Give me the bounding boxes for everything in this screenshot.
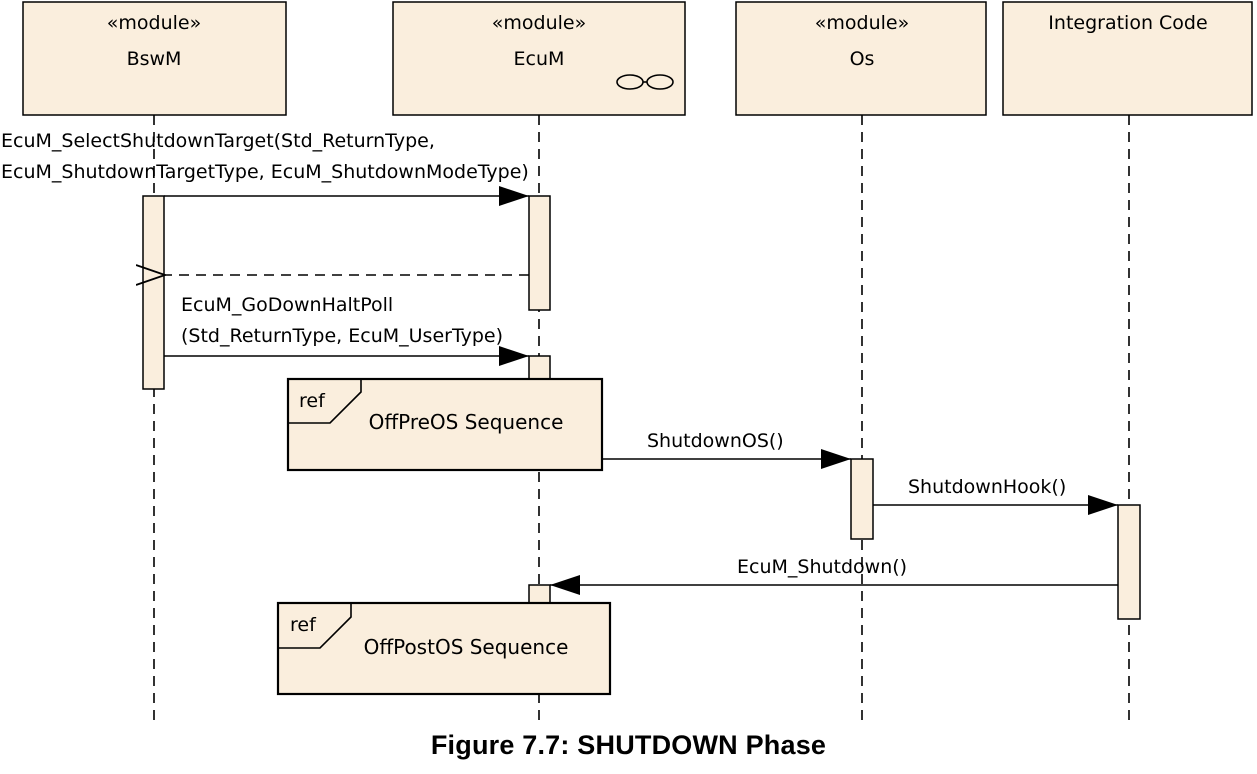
activation-ecum — [528, 195, 551, 311]
participant-name: Integration Code — [1048, 12, 1207, 34]
participant-name: Os — [850, 48, 875, 70]
sequence-diagram: «module» BswM «module» EcuM «module» Os … — [1, 1, 1253, 722]
ref-title: OffPostOS Sequence — [364, 635, 569, 659]
message-label: EcuM_ShutdownTargetType, EcuM_ShutdownMo… — [1, 161, 529, 183]
message-label: (Std_ReturnType, EcuM_UserType) — [181, 325, 503, 347]
activation-os — [850, 458, 874, 540]
activation-ecum — [528, 355, 551, 380]
message-go-down-halt-poll: EcuM_GoDownHaltPoll (Std_ReturnType, Ecu… — [164, 294, 529, 366]
activation-ecum — [528, 584, 551, 604]
message-ecum-shutdown: EcuM_Shutdown() — [550, 556, 1118, 595]
ref-frame-offpostos: ref OffPostOS Sequence — [276, 601, 612, 696]
figure-caption: Figure 7.7: SHUTDOWN Phase — [430, 730, 827, 760]
message-label: EcuM_SelectShutdownTarget(Std_ReturnType… — [1, 130, 435, 152]
activation-integration-code — [1117, 504, 1141, 620]
participant-stereotype: «module» — [107, 12, 201, 34]
message-label: ShutdownOS() — [647, 430, 784, 452]
message-label: ShutdownHook() — [908, 476, 1066, 498]
ref-tag: ref — [299, 390, 326, 412]
participant-name: BswM — [127, 48, 182, 70]
message-select-shutdown-target: EcuM_SelectShutdownTarget(Std_ReturnType… — [1, 130, 529, 206]
participant-stereotype: «module» — [815, 12, 909, 34]
participant-os: «module» Os — [735, 1, 987, 116]
ref-title: OffPreOS Sequence — [369, 410, 564, 434]
participant-integration-code: Integration Code — [1002, 1, 1253, 116]
ref-frame-offpreos: ref OffPreOS Sequence — [286, 377, 604, 472]
message-label: EcuM_Shutdown() — [737, 556, 907, 578]
participant-name: EcuM — [514, 48, 565, 70]
multiplicity-glasses-icon — [616, 74, 674, 90]
ref-tag: ref — [290, 614, 317, 636]
message-shutdown-hook: ShutdownHook() — [873, 476, 1118, 515]
message-shutdown-os: ShutdownOS() — [602, 430, 851, 469]
participant-ecum: «module» EcuM — [392, 1, 686, 116]
activation-bswm — [142, 195, 165, 390]
participant-stereotype: «module» — [492, 12, 586, 34]
participant-bswm: «module» BswM — [22, 1, 287, 116]
message-label: EcuM_GoDownHaltPoll — [181, 294, 393, 316]
